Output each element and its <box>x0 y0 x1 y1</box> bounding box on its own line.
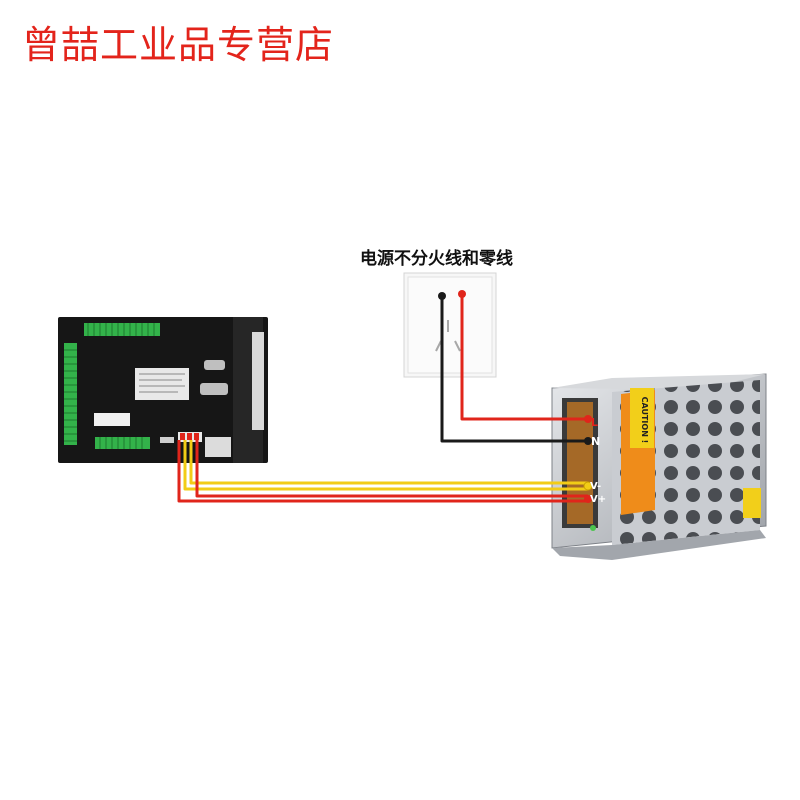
top-terminal-block <box>84 323 160 336</box>
psu-terminal-points <box>583 415 593 503</box>
status-led <box>590 525 596 531</box>
shop-title: 曾喆工业品专营店 <box>22 23 335 67</box>
wire-v-minus-inner <box>183 440 588 491</box>
wire-v-plus-inner <box>177 440 588 503</box>
terminal-v-plus-label: V+ <box>590 494 606 505</box>
model-sticker <box>94 413 130 426</box>
serial-port-connector <box>204 360 225 370</box>
terminal-v-minus-dot <box>583 481 593 491</box>
left-terminal-block <box>64 343 77 445</box>
power-supply-unit: CAUTION ! <box>551 373 767 560</box>
controller-unit <box>58 317 268 463</box>
spec-label <box>135 368 189 400</box>
terminal-n-dot <box>584 437 592 445</box>
wiring-note: 电源不分火线和零线 <box>360 249 513 269</box>
wire-v-minus-outer <box>189 440 588 485</box>
wire-v-plus-outer <box>195 440 588 498</box>
terminal-l-label: L <box>591 416 598 429</box>
db15-connector <box>200 383 228 395</box>
terminal-v-minus-label: V- <box>590 481 601 492</box>
caution-text: CAUTION ! <box>640 397 649 444</box>
wall-socket <box>403 272 497 378</box>
terminal-v-plus-dot <box>584 495 592 503</box>
usb-port <box>160 437 174 443</box>
wire-neutral <box>440 296 588 443</box>
bottom-terminal-block <box>95 437 150 449</box>
side-sticker <box>743 488 761 518</box>
wires <box>177 294 588 503</box>
wire-live <box>460 294 588 421</box>
terminal-l-dot <box>584 415 592 423</box>
terminal-n-label: N <box>591 435 600 448</box>
